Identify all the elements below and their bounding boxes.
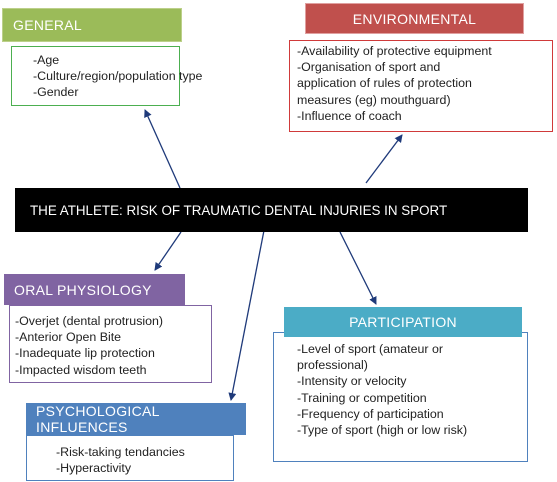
list-item: measures (eg) mouthguard) <box>297 92 451 107</box>
arrow-to-participation <box>339 231 377 305</box>
psychological-influences-list: -Risk-taking tendancies -Hyperactivity <box>56 444 185 476</box>
list-item: -Risk-taking tendancies <box>56 445 185 459</box>
environmental-factors-box: -Availability of protective equipment -O… <box>289 40 553 132</box>
list-item: -Inadequate lip protection <box>15 346 155 361</box>
oral-physiology-box: -Overjet (dental protrusion) -Anterior O… <box>9 305 212 383</box>
general-factors-box: -Age -Culture/region/population type -Ge… <box>11 46 202 106</box>
list-item: -Training or competition <box>297 390 427 405</box>
list-item: -Impacted wisdom teeth <box>15 362 147 377</box>
arrow-to-psychological <box>228 214 268 401</box>
psychological-influences-header: PSYCHOLOGICAL INFLUENCES <box>26 403 246 435</box>
oral-physiology-header: ORAL PHYSIOLOGY <box>4 274 185 305</box>
list-item: -Culture/region/population type <box>33 69 203 84</box>
environmental-header: ENVIRONMENTAL <box>305 3 524 34</box>
list-item: -Type of sport (high or low risk) <box>297 423 468 438</box>
list-item: -Age <box>33 53 60 67</box>
psychological-influences-box: -Risk-taking tendancies -Hyperactivity <box>26 435 234 481</box>
participation-list: -Level of sport (amateur or professional… <box>297 341 467 438</box>
environmental-factors-list: -Availability of protective equipment -O… <box>297 43 492 124</box>
general-factors-list: -Age -Culture/region/population type -Ge… <box>33 52 202 101</box>
list-item: -Overjet (dental protrusion) <box>15 314 164 328</box>
participation-header: PARTICIPATION <box>284 307 522 337</box>
list-item: -Gender <box>33 85 79 100</box>
central-topic-banner: THE ATHLETE: RISK OF TRAUMATIC DENTAL IN… <box>15 188 528 232</box>
list-item: -Influence of coach <box>297 108 402 123</box>
list-item: -Level of sport (amateur or <box>297 342 443 356</box>
list-item: professional) <box>297 358 368 373</box>
list-item: application of rules of protection <box>297 76 472 91</box>
arrow-to-general <box>144 109 181 189</box>
participation-box: -Level of sport (amateur or professional… <box>273 332 528 462</box>
arrow-to-oral-physiology <box>154 231 182 271</box>
list-item: -Availability of protective equipment <box>297 44 492 58</box>
list-item: -Frequency of participation <box>297 406 444 421</box>
list-item: -Anterior Open Bite <box>15 330 122 345</box>
general-header: GENERAL <box>2 8 182 42</box>
oral-physiology-list: -Overjet (dental protrusion) -Anterior O… <box>15 313 163 378</box>
list-item: -Intensity or velocity <box>297 374 407 389</box>
list-item: -Organisation of sport and <box>297 60 441 75</box>
list-item: -Hyperactivity <box>56 461 132 476</box>
arrow-to-environmental <box>365 134 403 184</box>
